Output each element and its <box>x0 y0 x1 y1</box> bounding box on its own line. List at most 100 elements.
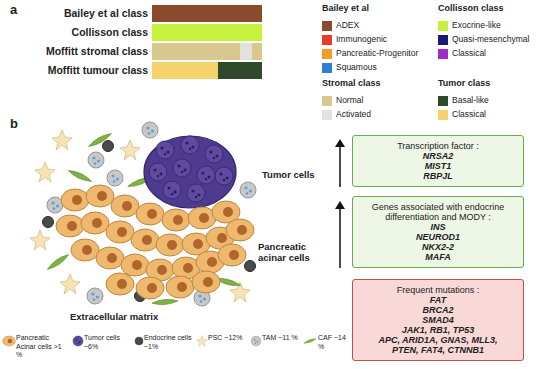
legend-icons <box>197 336 208 347</box>
fibroblasts <box>46 131 241 305</box>
macrophages <box>142 122 158 138</box>
up-arrows <box>335 201 345 209</box>
stellate-cells <box>60 274 80 294</box>
class-bars <box>152 5 262 22</box>
legend-item: Exocrine-like <box>438 20 550 30</box>
gene-name: JAK1, RB1, TP53 <box>359 325 517 335</box>
legend-item: Activated <box>322 109 436 119</box>
legend-icons <box>135 337 143 345</box>
legend-heading: Bailey et al <box>322 3 432 13</box>
legend-text: Quasi-mesenchymal <box>452 34 550 44</box>
acinar-cells <box>121 254 149 276</box>
tumor-cluster <box>144 136 236 208</box>
tumor-cluster <box>181 136 199 154</box>
acinar-cells <box>166 276 194 298</box>
tumor-cluster <box>205 145 223 163</box>
acinar-cells <box>96 247 124 269</box>
endocrine-cells <box>43 217 54 228</box>
row-label: Collisson class <box>8 26 148 38</box>
legend-item: ADEX <box>322 20 436 30</box>
acinar-cells <box>56 215 84 237</box>
class-bars <box>152 5 262 79</box>
legend-swatch <box>438 96 448 106</box>
tumor-cluster <box>144 136 236 208</box>
legend-text: Activated <box>336 109 436 119</box>
legend-swatch <box>322 110 332 120</box>
gene-name: INS <box>359 222 517 232</box>
legend-item: PSC ~12% <box>208 334 248 343</box>
acinar-cells <box>226 219 254 241</box>
acinar-cells <box>218 244 246 266</box>
tumor-cluster <box>149 163 167 181</box>
legend-text: Normal <box>336 95 436 105</box>
legend-text: PSC ~12% <box>208 334 248 343</box>
tumor-cluster <box>215 167 233 185</box>
acinar-cells <box>81 212 109 234</box>
macrophages <box>240 182 256 198</box>
fibroblasts <box>67 168 93 184</box>
stellate-cells <box>120 140 140 160</box>
legend-heading: Stromal class <box>322 78 432 88</box>
gene-name: NKX2-2 <box>359 242 517 252</box>
gene-name: APC, ARID1A, GNAS, MLL3, <box>359 335 517 345</box>
region-label: Extracellular matrix <box>70 312 200 323</box>
legend-item: Classical <box>438 48 550 58</box>
legend-text: Tumor cells ~6% <box>84 334 130 351</box>
legend-swatch <box>322 63 332 73</box>
legend-text: Exocrine-like <box>452 20 550 30</box>
row-label: Moffitt stromal class <box>8 45 148 57</box>
acinar-cells <box>131 229 159 251</box>
acinar-cells <box>106 221 134 243</box>
row-label: Bailey et al class <box>8 7 148 19</box>
legend-text: TAM ~11 % <box>262 334 302 343</box>
up-arrows <box>339 146 341 187</box>
macrophages <box>87 288 103 304</box>
gene-name: BRCA2 <box>359 305 517 315</box>
acinar-cells <box>136 277 164 299</box>
legend-swatch <box>322 21 332 31</box>
fibroblasts <box>46 252 70 271</box>
panel-letter: a <box>10 3 30 18</box>
legend-swatch <box>322 49 332 59</box>
legend-text: Classical <box>452 48 550 58</box>
tumor-cluster <box>156 141 174 159</box>
acinar-cells <box>71 239 99 261</box>
legend-item: Classical <box>438 109 550 119</box>
gene-name: MAFA <box>359 252 517 262</box>
acinar-cells <box>162 209 190 231</box>
legend-icons <box>3 336 16 346</box>
acinar-cells <box>86 185 114 207</box>
tumor-cluster <box>197 166 215 184</box>
gene-name: NEUROD1 <box>359 232 517 242</box>
gene-name: NRSA2 <box>359 151 517 161</box>
acinar-cells <box>106 273 134 295</box>
gene-name: FAT <box>359 295 517 305</box>
gene-name: MIST1 <box>359 161 517 171</box>
legend-heading: Tumor class <box>438 78 548 88</box>
legend-swatch <box>438 110 448 120</box>
class-bars <box>252 43 262 60</box>
legend-text: Classical <box>452 109 550 119</box>
class-bars <box>240 43 252 60</box>
panel-letter: b <box>10 117 30 132</box>
legend-text: Immunogenic <box>336 34 436 44</box>
up-arrows <box>339 208 341 268</box>
box-heading: Frequent mutations : <box>359 285 517 295</box>
row-label: Moffitt tumour class <box>8 64 148 76</box>
stellate-cells <box>35 162 55 182</box>
stellate-cells <box>30 130 250 302</box>
class-bars <box>152 62 218 79</box>
fibroblasts <box>152 298 178 305</box>
up-arrows <box>335 139 345 268</box>
region-label: Tumor cells <box>262 170 342 181</box>
legend-item: Immunogenic <box>322 34 436 44</box>
legend-text: CAF ~14 % <box>318 334 348 351</box>
legend-item: TAM ~11 % <box>262 334 302 343</box>
legend-item: CAF ~14 % <box>318 334 348 351</box>
acinar-cells <box>136 203 164 225</box>
legend-swatch <box>322 96 332 106</box>
legend-item: Pancreatic-Progenitor <box>322 48 436 58</box>
legend-swatch <box>438 35 448 45</box>
acinar-cells <box>56 185 254 299</box>
